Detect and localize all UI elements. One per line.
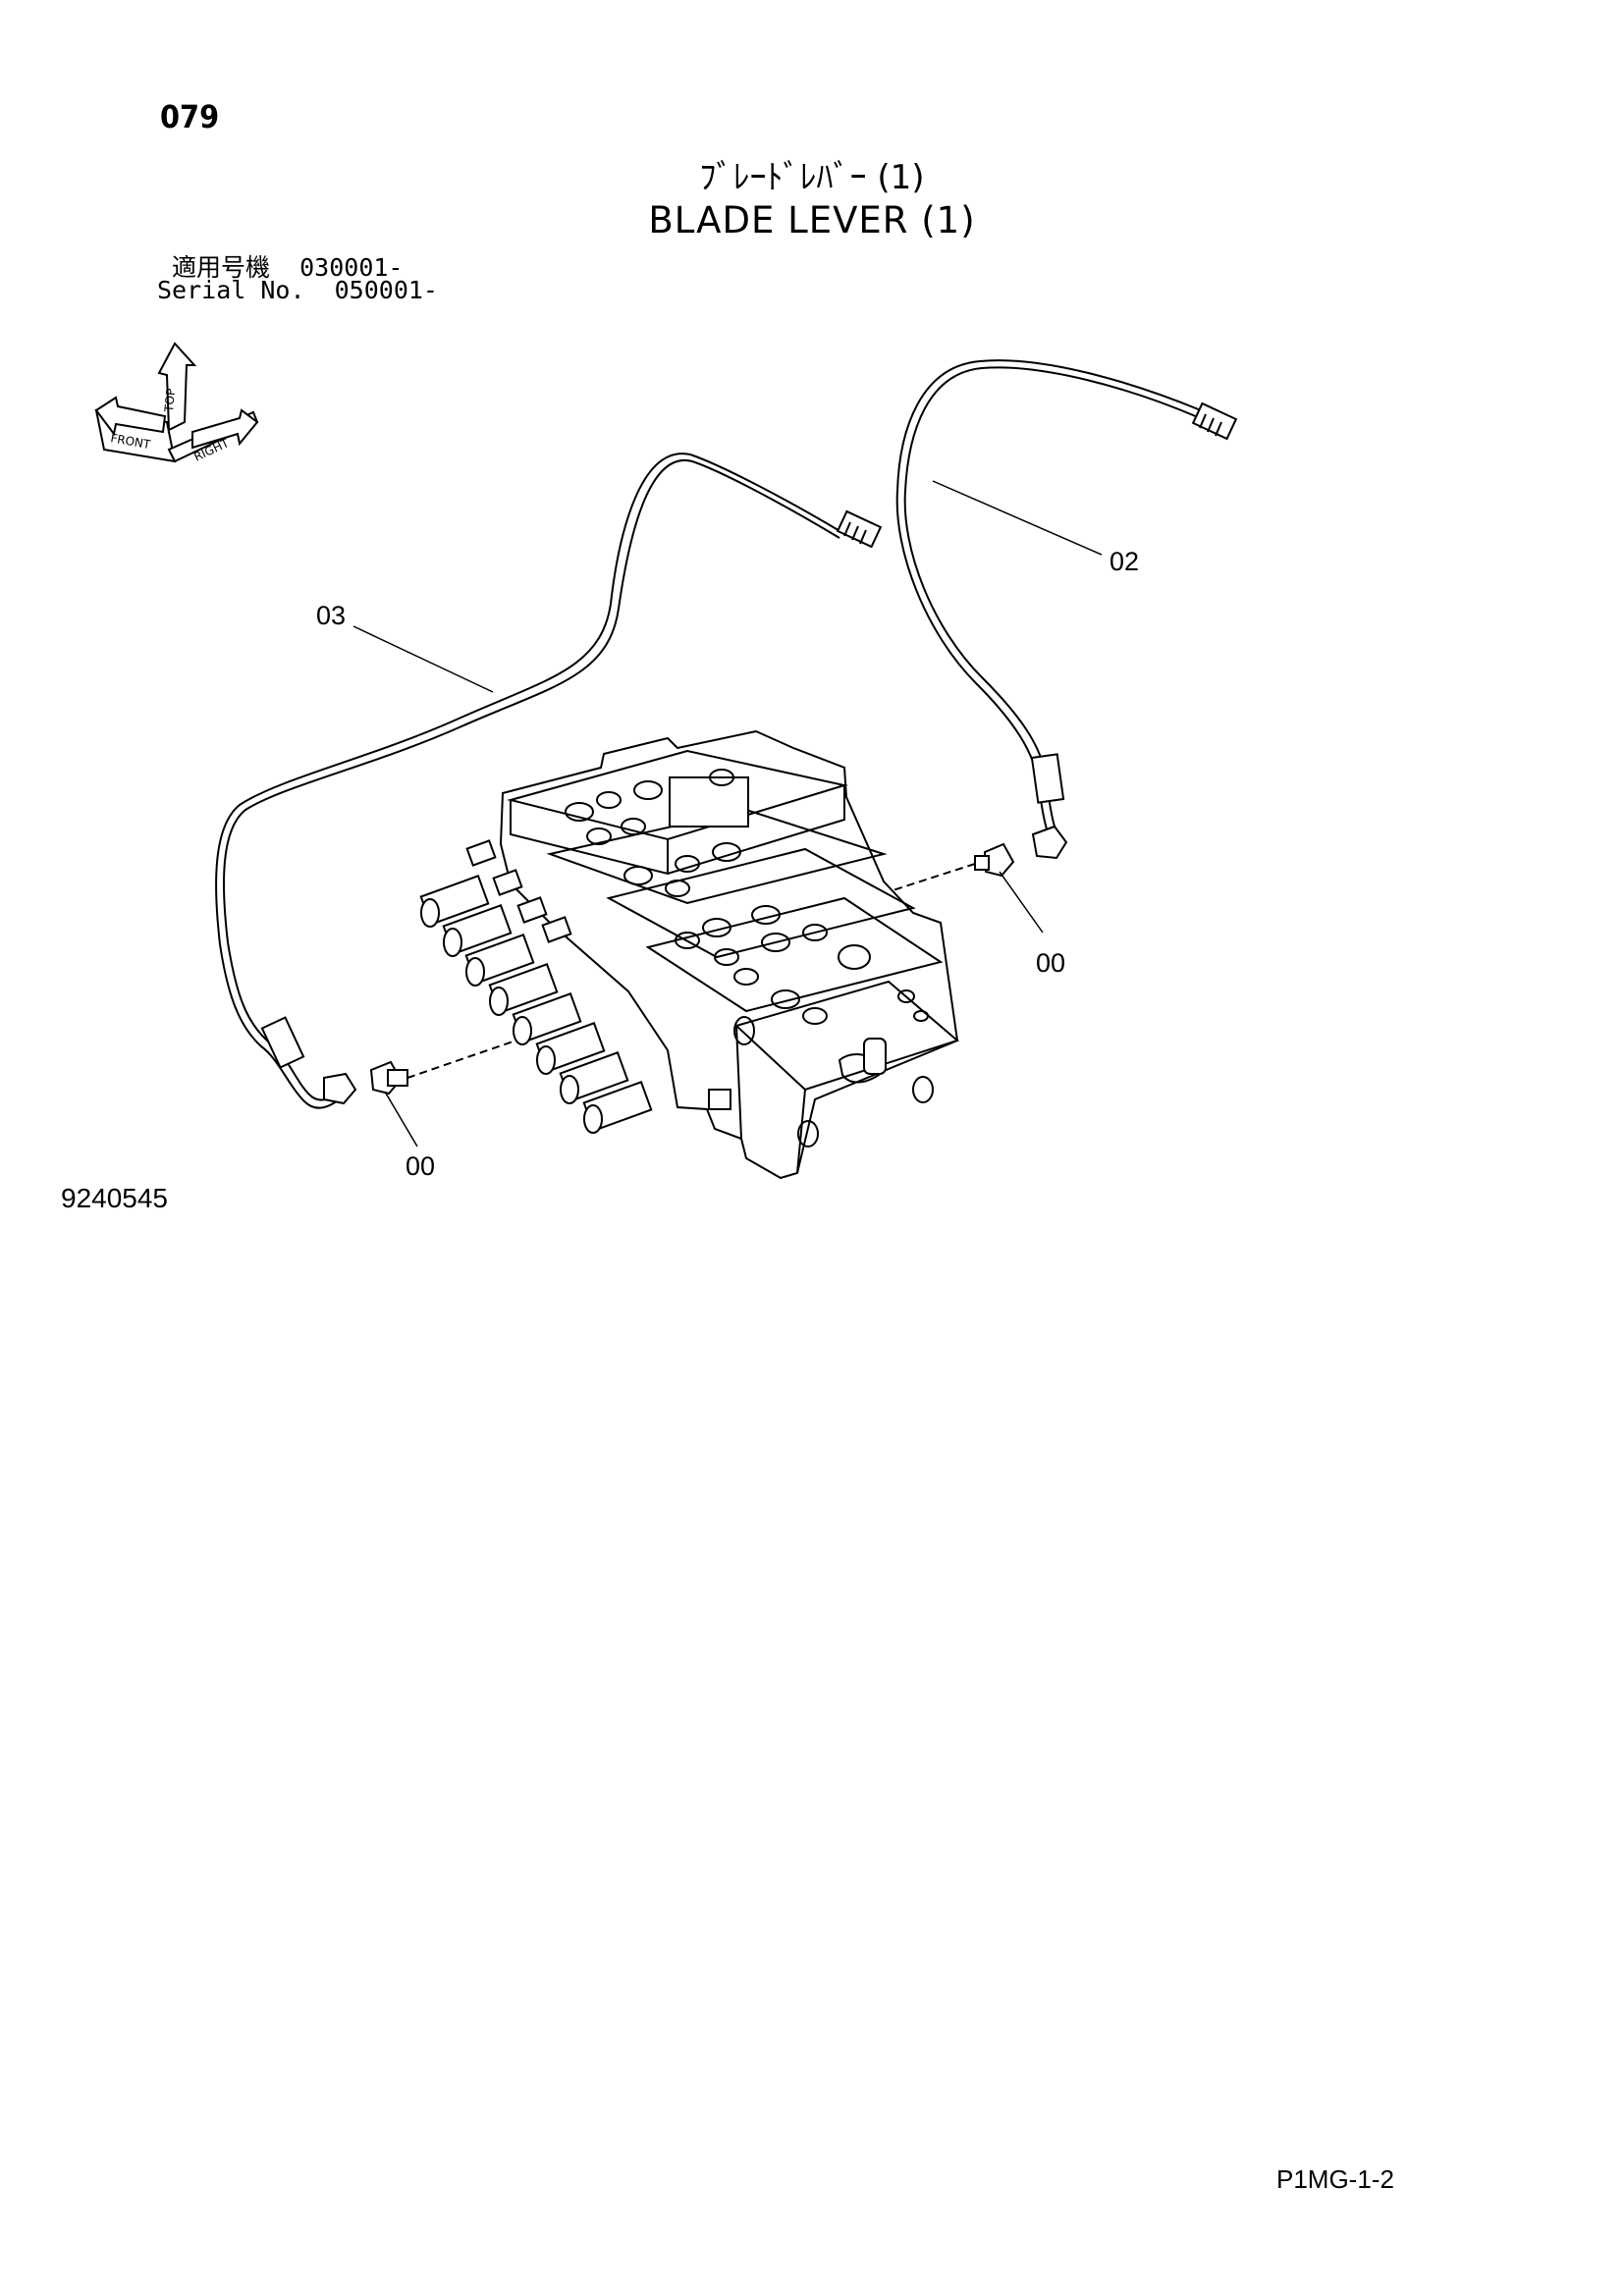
orientation-arrow-left-icon	[94, 396, 167, 437]
leader-line-02	[932, 480, 1103, 556]
serial-value: 050001-	[334, 276, 438, 304]
serial-label: Serial No.	[157, 276, 305, 304]
leader-line-03	[352, 625, 494, 693]
hose-03-bottom-nut	[323, 1072, 357, 1105]
callout-00-right: 00	[1036, 948, 1066, 978]
fitting-left-centerline	[406, 1035, 531, 1079]
control-valve	[419, 729, 960, 1180]
hose-02	[895, 359, 1238, 860]
title-japanese: ﾌﾞﾚｰﾄﾞﾚﾊﾞｰ (1)	[699, 158, 925, 197]
control-valve-top-boss	[669, 776, 749, 828]
applicable-label-jp: 適用号機	[172, 253, 271, 282]
orientation-arrow-right-icon	[191, 408, 259, 450]
applicable-serial-value-jp: 030001-	[299, 253, 404, 282]
page-reference: P1MG-1-2	[1276, 2164, 1394, 2194]
callout-00-left: 00	[406, 1151, 436, 1181]
hose-02-bottom-nut	[1031, 825, 1068, 860]
applicable-serial-jp: 適用号機 030001-	[172, 248, 403, 284]
control-valve-spools	[419, 875, 653, 1134]
leader-line-00-right	[999, 871, 1044, 934]
orientation-arrow-up-icon	[157, 342, 197, 432]
figure-number: 9240545	[61, 1183, 169, 1213]
page-number: 079	[160, 98, 220, 135]
hose-03-top-fitting	[836, 509, 883, 549]
hose-03-bottom-ferrule	[260, 1016, 305, 1069]
hose-02-top-fitting	[1191, 401, 1238, 441]
orientation-indicator: FRONT TOP RIGHT	[94, 342, 259, 464]
leader-line-00-left	[384, 1091, 418, 1148]
control-valve-ports	[565, 769, 934, 1148]
control-valve-plugs	[465, 839, 731, 1110]
fitting-left	[369, 1035, 531, 1095]
fitting-right-centerline	[883, 863, 976, 894]
hose-03	[215, 453, 883, 1109]
orientation-label-top: TOP	[162, 388, 178, 413]
serial-number-line: Serial No. 050001-	[157, 276, 438, 304]
callout-03: 03	[316, 601, 347, 630]
fitting-right	[883, 842, 1015, 894]
hose-02-bottom-ferrule	[1030, 753, 1065, 804]
title-english: BLADE LEVER (1)	[648, 199, 976, 241]
callout-02: 02	[1110, 547, 1140, 576]
